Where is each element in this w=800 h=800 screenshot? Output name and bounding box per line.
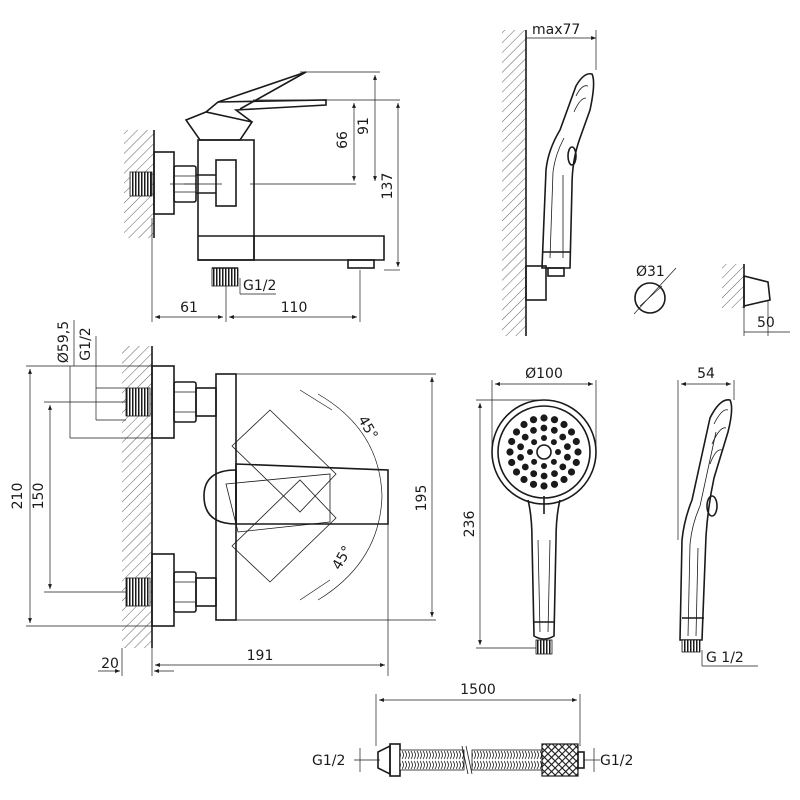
nozzle-dot (506, 448, 514, 456)
nozzle-dot (521, 433, 529, 441)
label-g12-inlet: G1/2 (78, 327, 94, 360)
shower-holder-side-view: max77 (502, 22, 597, 336)
hose-flex-left (399, 749, 465, 771)
angle-45-upper: 45° (354, 413, 380, 443)
nozzle-dot (508, 458, 516, 467)
nozzle-dot (540, 472, 548, 480)
dim-91: 91 (356, 117, 372, 135)
dim-110: 110 (281, 300, 308, 316)
nozzle-dot (555, 449, 561, 455)
holder-diameter-detail: Ø31 (633, 264, 677, 315)
shower-hose: 1500 G1/2 G1/2 (312, 682, 633, 777)
dim-d31: Ø31 (636, 264, 665, 280)
nozzle-dot (574, 448, 582, 456)
nozzle-dot (517, 443, 524, 451)
dim-1500: 1500 (460, 682, 496, 698)
nozzle-dot (529, 416, 538, 424)
nozzle-dot (559, 433, 567, 441)
wall-hatch (502, 30, 526, 336)
nozzle-dot (512, 468, 521, 476)
nozzle-dot (530, 470, 538, 478)
nozzle-dot (540, 424, 548, 432)
hand-shower-front-view: Ø100 236 (462, 366, 597, 655)
nozzle-dot (551, 470, 558, 477)
label-g12-outlet: G1/2 (243, 278, 276, 294)
dim-236: 236 (462, 511, 478, 538)
nozzle-dot (550, 426, 558, 434)
nozzle-dot (521, 463, 529, 471)
hose-flex-right (471, 749, 543, 771)
dim-max77: max77 (532, 22, 580, 38)
label-g12-hose-left: G1/2 (312, 753, 345, 769)
dim-210: 210 (10, 483, 26, 510)
dim-61: 61 (180, 300, 198, 316)
hand-shower-side-view: 54 G 1/2 (677, 366, 758, 667)
mixer-front-view: 45° 45° 210 150 Ø59,5 G1/2 195 20 1 (10, 320, 436, 676)
nozzle-dot (540, 414, 548, 422)
nozzle-dot (572, 458, 580, 467)
nozzle-dot (550, 480, 559, 488)
wall-hatch (722, 264, 744, 308)
nozzle-dot (512, 428, 521, 436)
nozzle-dot (520, 420, 528, 429)
nozzle-dot (508, 437, 516, 446)
nozzle-dot (550, 458, 557, 465)
nozzle-dot (564, 453, 571, 461)
nozzle-dot (520, 475, 528, 484)
nozzle-dot (560, 420, 568, 429)
nozzle-dot (529, 480, 538, 488)
nozzle-dot (527, 449, 533, 455)
hose-cone (541, 743, 579, 777)
nozzle-dot (572, 437, 580, 446)
nozzle-dot (567, 468, 576, 476)
dim-d59-5: Ø59,5 (56, 321, 72, 363)
nozzle-dot (559, 463, 567, 471)
dim-50: 50 (757, 315, 775, 331)
dim-54: 54 (697, 366, 715, 382)
nozzle-dot (541, 463, 547, 469)
dim-d100: Ø100 (525, 366, 563, 382)
nozzle-dot (531, 458, 538, 465)
dim-195: 195 (414, 485, 430, 512)
nozzle-dot (541, 435, 547, 441)
dim-137: 137 (380, 173, 396, 200)
nozzle-dot (564, 443, 571, 450)
holder-width-detail: 50 (722, 264, 790, 336)
nozzle-dot (560, 475, 568, 484)
dim-66: 66 (335, 131, 351, 149)
outlet-thread (211, 267, 239, 287)
shower-nozzles (506, 414, 582, 490)
dim-150: 150 (31, 483, 47, 510)
dim-191: 191 (247, 648, 274, 664)
nozzle-dot (540, 482, 548, 490)
label-g12-shower: G 1/2 (706, 650, 744, 666)
inlet-thread (129, 171, 153, 197)
label-g12-hose-right: G1/2 (600, 753, 633, 769)
angle-45-lower: 45° (329, 543, 355, 573)
mixer-side-view: 66 91 137 G1/2 61 110 (124, 71, 400, 322)
nozzle-dot (550, 439, 557, 446)
nozzle-dot (517, 454, 524, 461)
dim-20: 20 (101, 656, 119, 672)
nozzle-dot (531, 439, 538, 446)
nozzle-dot (567, 428, 576, 436)
nozzle-dot (530, 427, 537, 434)
nozzle-dot (550, 416, 559, 424)
